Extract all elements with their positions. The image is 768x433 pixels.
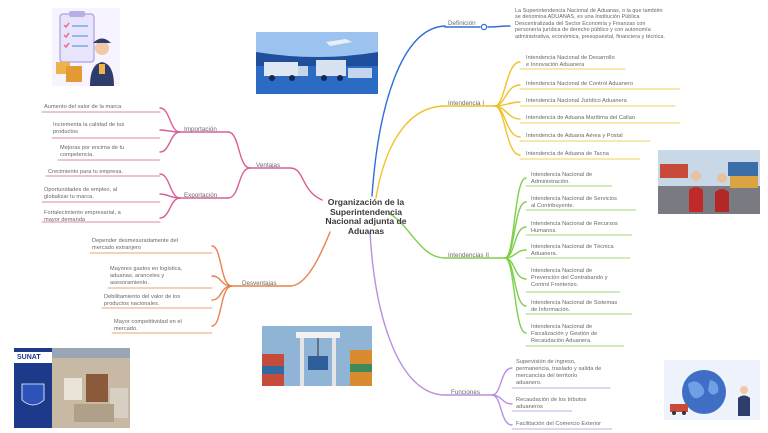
intendencia1-item: Intendencia de Aduana de Tacna <box>526 151 609 157</box>
containers-photo <box>262 326 372 386</box>
importacion-item: Incrementa la calidad de tus productos <box>53 122 125 135</box>
funciones-item: Supervisión de ingreso, permanencia, tra… <box>516 359 602 386</box>
intendencia2-item: Intendencia Nacional de Administración. <box>531 172 593 185</box>
intendencia2-item: Intendencia Nacional de Recursos Humanos… <box>531 221 618 234</box>
intendencia1-connectors <box>375 61 681 199</box>
intendencia1-item: Intendencia Nacional de Control Aduanero <box>526 81 634 87</box>
importacion-item: Aumento del valor de la marca <box>44 104 122 110</box>
officers-photo <box>658 150 760 214</box>
ventajas-exportacion[interactable]: Exportación <box>184 192 218 199</box>
intendencia2-item: Intendencia Nacional de Servicios al Con… <box>531 196 617 209</box>
desventajas-item: Mayores gastos en logística, aduanas, ar… <box>110 266 183 286</box>
branch-definicion[interactable]: Definición <box>448 20 476 27</box>
exportacion-item: Fortalecimiento empresarial, a mayor dem… <box>44 210 121 223</box>
branch-funciones[interactable]: Funciones <box>451 389 480 396</box>
definicion-text: La Superintendencia Nacional de Aduanas,… <box>515 8 665 40</box>
desventajas-item: Debilitamiento del valor de los producto… <box>104 294 181 307</box>
intendencia2-item: Intendencia Nacional de Técnica Aduanera… <box>531 244 614 257</box>
exportacion-item: Crecimiento para tu empresa. <box>48 169 124 175</box>
ventajas-connectors <box>41 107 323 223</box>
intendencia2-item: Intendencia Nacional de Sistemas de Info… <box>531 300 618 313</box>
globe-trade-illustration <box>664 360 760 420</box>
intendencia1-item: Intendencia Nacional de Desarrollo e Inn… <box>526 55 615 68</box>
central-topic[interactable]: Organización de la Superintendencia Naci… <box>325 197 407 236</box>
sunat-sign-text: SUNAT <box>17 354 41 361</box>
exportacion-item: Oportunidades de empleo, al globalizar t… <box>44 187 118 200</box>
funciones-item: Facilitación del Comercio Exterior <box>516 421 602 427</box>
branch-intendencias-2[interactable]: Intendencias II <box>448 252 489 259</box>
desventajas-item: Mayor competitividad en el mercado. <box>114 319 182 332</box>
branch-desventajas[interactable]: Desventajas <box>242 280 277 287</box>
desventajas-item: Depender desmesuradamente del mercado ex… <box>92 238 179 251</box>
intendencia1-item: Intendencia Nacional Jurídico Aduanera <box>526 98 627 104</box>
funciones-item: Recaudación de los tributos aduaneros <box>516 397 587 410</box>
intendencia2-item: Intendencia Nacional de Fiscalización y … <box>531 324 598 344</box>
ventajas-importacion[interactable]: Importación <box>184 126 217 133</box>
desventajas-connectors <box>89 231 331 334</box>
intendencia2-item: Intendencia Nacional de Prevención del C… <box>531 268 608 288</box>
customs-officer-illustration <box>52 8 120 86</box>
logistics-photo <box>256 32 378 94</box>
intendencia1-item: Intendencia de Aduana Marítima del Calla… <box>526 115 636 121</box>
funciones-connectors <box>369 231 613 430</box>
intendencia2-connectors <box>389 177 637 347</box>
importacion-item: Mejoras por encima de tu competencia. <box>60 145 125 158</box>
branch-ventajas[interactable]: Ventajas <box>256 162 281 169</box>
intendencia1-item: Intendencia de Aduana Aérea y Postal <box>526 133 623 139</box>
branch-intendencia-1[interactable]: Intendencia I <box>448 100 485 107</box>
sunat-photo: SUNAT <box>14 348 130 428</box>
definicion-connectors <box>371 25 511 197</box>
definicion-node[interactable] <box>480 23 488 31</box>
